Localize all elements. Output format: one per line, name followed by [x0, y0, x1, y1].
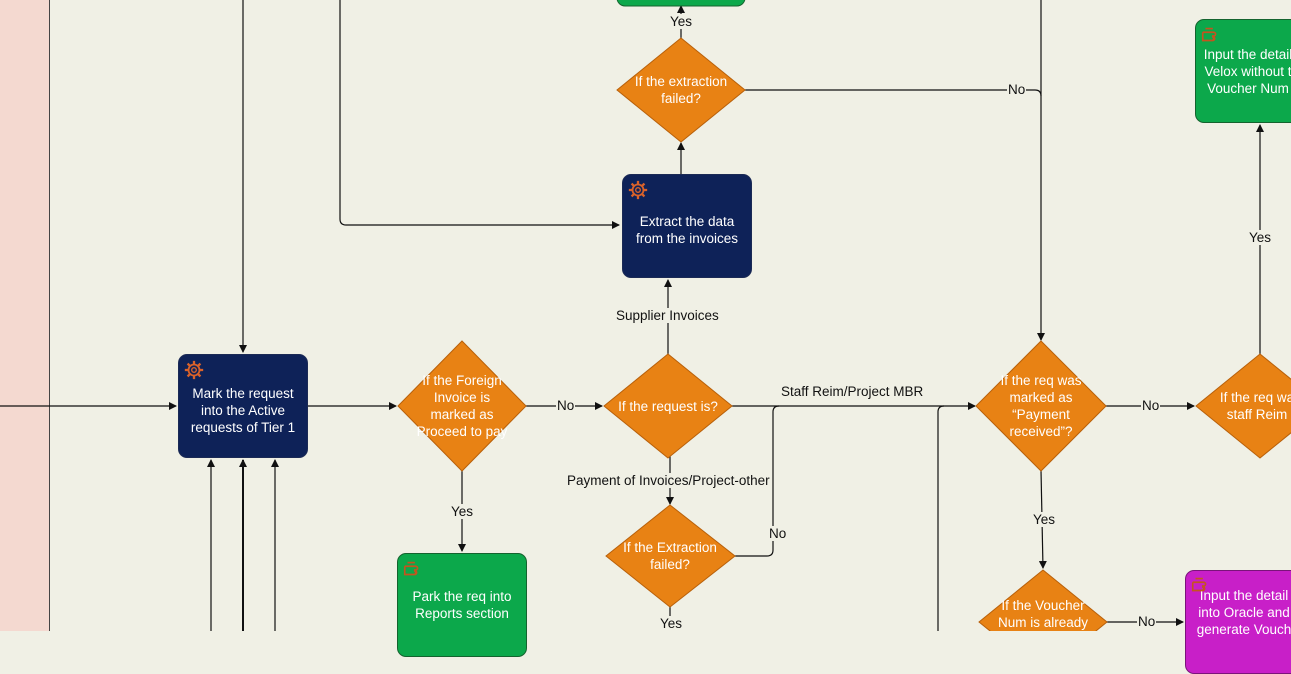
decision-staff-reim-text: If the req wa staff Reim [1219, 390, 1291, 422]
connector [735, 405, 780, 557]
swimlane-band [0, 0, 50, 631]
decision-extraction-failed-bottom-text: If the Extraction failed? [623, 540, 717, 572]
decision-payment-received-text: If the req was marked as “Payment receiv… [1000, 373, 1082, 439]
hand-icon [403, 561, 419, 576]
hand-icon [1191, 577, 1207, 592]
node-mark-request-text: Mark the request into the Active request… [190, 385, 296, 435]
edge-label-no: No [1141, 398, 1161, 413]
edge-label-yes: Yes [659, 616, 684, 631]
node-input-velox: Input the detail Velox without t Voucher… [1195, 19, 1291, 123]
gear-icon [628, 180, 648, 200]
edge-label-no: No [1137, 614, 1157, 629]
edge-label-yes: Yes [1248, 230, 1273, 245]
decision-request-is-text: If the request is? [618, 398, 718, 414]
decision-voucher-num [978, 569, 1108, 631]
decision-foreign-invoice [397, 340, 527, 472]
connector [339, 0, 620, 229]
edge-label-payment-invoices: Payment of Invoices/Project-other [566, 473, 771, 488]
edge-label-yes: Yes [669, 14, 694, 29]
node-park-request-text: Park the req into Reports section [412, 589, 512, 621]
decision-voucher-num-text: If the Voucher Num is already [997, 598, 1089, 630]
node-extract-data: Extract the data from the invoices [622, 174, 752, 278]
connector [745, 89, 1045, 341]
edge-label-staff-reim: Staff Reim/Project MBR [780, 384, 925, 399]
edge-label-supplier-invoices: Supplier Invoices [615, 308, 720, 323]
hand-icon [1201, 27, 1217, 42]
node-input-velox-text: Input the detail Velox without t Voucher… [1203, 47, 1291, 96]
decision-extraction-failed-top-text: If the extraction failed? [634, 74, 728, 106]
decision-request-is [603, 353, 733, 459]
node-extract-data-text: Extract the data from the invoices [635, 214, 739, 246]
decision-foreign-invoice-text: If the Foreign Invoice is marked as Proc… [416, 373, 508, 439]
edge-label-no: No [556, 398, 576, 413]
decision-staff-reim [1195, 353, 1291, 459]
edge-label-yes: Yes [1032, 512, 1057, 527]
edge-label-yes: Yes [450, 504, 475, 519]
edge-label-no: No [1007, 82, 1027, 97]
gear-icon [184, 360, 204, 380]
decision-extraction-failed-bottom [605, 504, 736, 608]
decision-payment-received [975, 340, 1107, 472]
edge-label-no: No [768, 526, 788, 541]
green-node-top-partial [616, 0, 746, 7]
decision-extraction-failed-top [616, 37, 746, 143]
connector [937, 405, 945, 631]
